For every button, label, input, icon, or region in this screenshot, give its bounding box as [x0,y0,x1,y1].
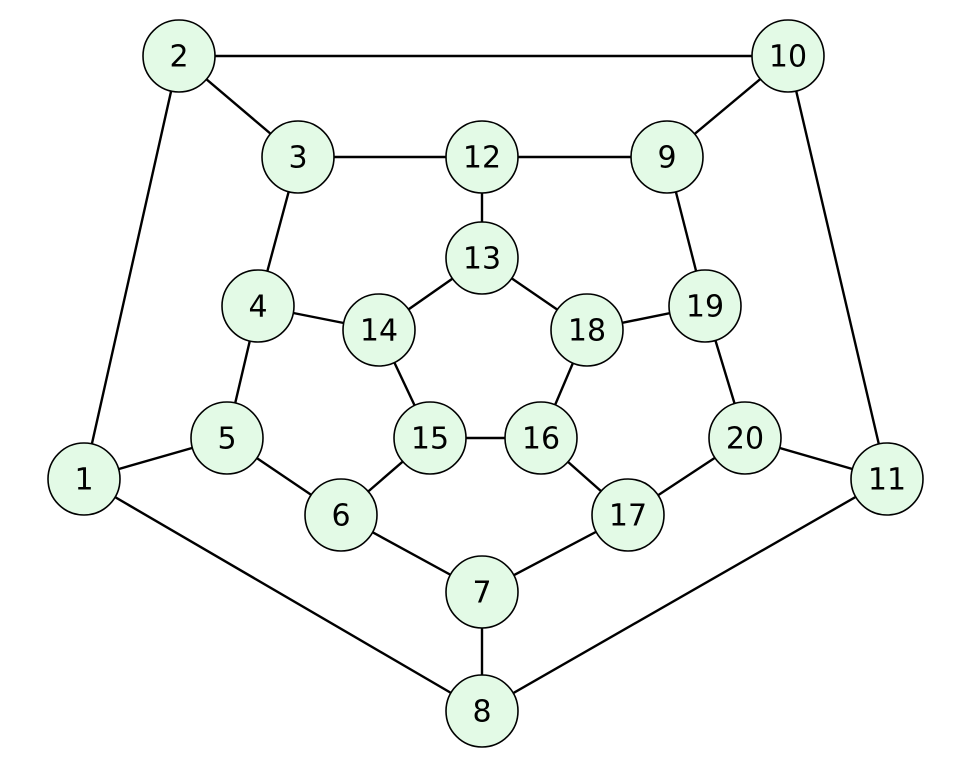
node-label: 20 [726,422,764,457]
node-label: 16 [522,422,560,457]
node-circle [142,19,216,93]
node-circle [504,401,578,475]
node-circle [550,293,624,367]
node-label: 3 [288,141,307,176]
node-label: 9 [657,141,676,176]
node-circle [221,269,295,343]
node-circle [708,401,782,475]
node-6: 6 [304,478,378,552]
node-circle [445,674,519,748]
edge-11-8 [481,477,888,713]
node-12: 12 [445,120,519,194]
node-label: 4 [248,290,267,325]
node-circle [445,120,519,194]
node-circle [445,221,519,295]
node-circle [190,401,264,475]
node-label: 12 [463,141,501,176]
node-19: 19 [668,269,742,343]
node-15: 15 [393,401,467,475]
node-circle [342,293,416,367]
node-label: 15 [411,422,449,457]
node-circle [630,120,704,194]
node-circle [304,478,378,552]
node-8: 8 [445,674,519,748]
edge-10-11 [786,55,889,480]
node-10: 10 [751,19,825,93]
edge-8-1 [83,477,483,713]
node-label: 19 [686,290,724,325]
node-circle [668,269,742,343]
node-17: 17 [591,478,665,552]
node-label: 11 [868,463,906,498]
node-label: 17 [609,499,647,534]
node-5: 5 [190,401,264,475]
node-circle [751,19,825,93]
node-16: 16 [504,401,578,475]
node-label: 5 [217,422,236,457]
node-4: 4 [221,269,295,343]
node-circle [591,478,665,552]
node-circle [47,442,121,516]
node-circle [850,442,924,516]
node-label: 14 [360,314,398,349]
node-18: 18 [550,293,624,367]
node-label: 13 [463,242,501,277]
node-1: 1 [47,442,121,516]
node-11: 11 [850,442,924,516]
node-label: 2 [169,40,188,75]
node-9: 9 [630,120,704,194]
edge-1-2 [82,55,181,480]
node-20: 20 [708,401,782,475]
node-circle [445,555,519,629]
node-label: 7 [472,576,491,611]
node-circle [393,401,467,475]
node-3: 3 [261,120,335,194]
node-label: 10 [769,40,807,75]
node-label: 1 [74,463,93,498]
node-14: 14 [342,293,416,367]
node-label: 8 [472,695,491,730]
node-label: 18 [568,314,606,349]
node-7: 7 [445,555,519,629]
node-2: 2 [142,19,216,93]
node-label: 6 [331,499,350,534]
node-13: 13 [445,221,519,295]
node-circle [261,120,335,194]
